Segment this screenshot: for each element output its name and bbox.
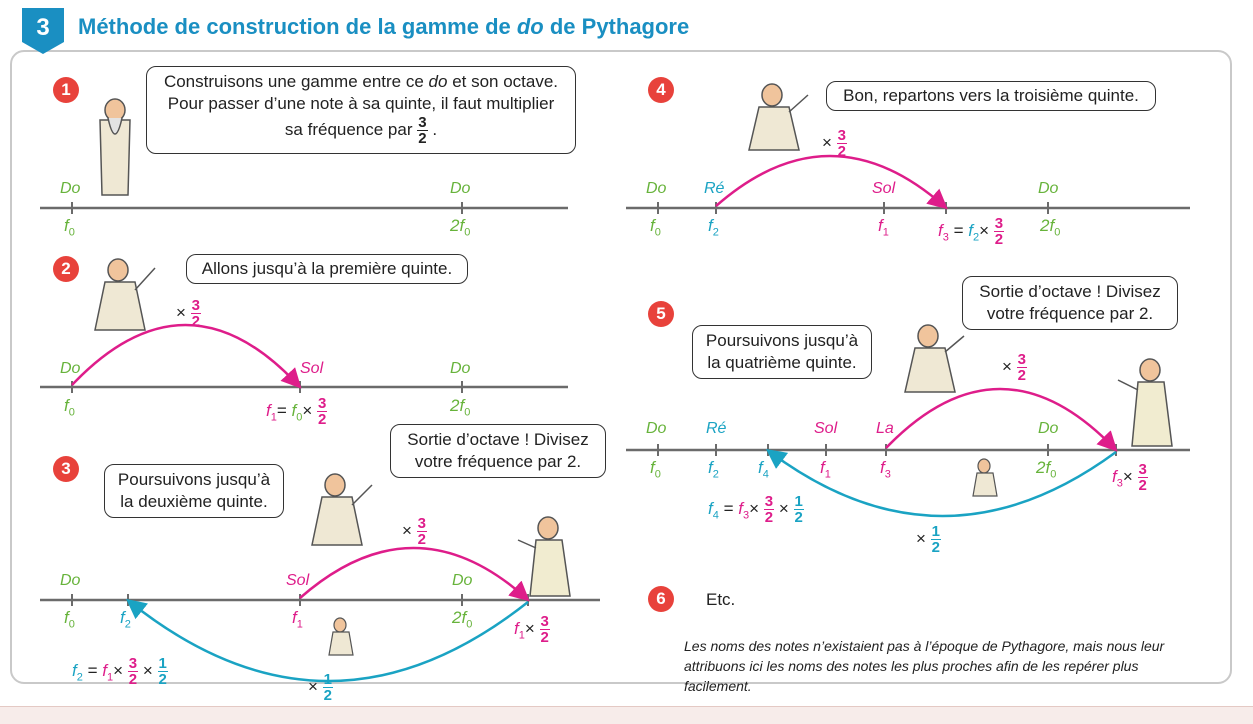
- 2f0-label: 2f0: [452, 608, 473, 631]
- muse-figure-step5: [1117, 358, 1173, 447]
- f4-label: f4: [758, 458, 769, 481]
- note-do-octave-label: Do: [452, 572, 473, 589]
- note-do-label: Do: [60, 360, 81, 377]
- note-do-label: Do: [646, 420, 667, 437]
- f0-label: f0: [650, 458, 661, 481]
- pythagoras-figure-step1: [99, 98, 131, 196]
- note-sol-label: Sol: [814, 420, 838, 437]
- f3-label: f3: [880, 458, 891, 481]
- step1-speech-bubble: Construisons une gamme entre ce do et so…: [146, 66, 576, 154]
- page-title: Méthode de construction de la gamme de d…: [78, 14, 690, 39]
- step-1-number: 1: [53, 77, 79, 103]
- arc-step5-up: [885, 387, 1118, 452]
- step-6-number: 6: [648, 586, 674, 612]
- footnote: Les noms des notes n’existaient pas à l’…: [684, 638, 1165, 694]
- pythagoras-figure-step2: [94, 258, 156, 331]
- note-re-label: Ré: [706, 420, 727, 437]
- f0-label: f0: [64, 608, 75, 631]
- 2f0-label: 2f0: [450, 396, 471, 419]
- step-4-number: 4: [648, 77, 674, 103]
- f2-label: f2: [708, 458, 719, 481]
- step2-speech-bubble: Allons jusqu’à la première quinte.: [186, 254, 468, 284]
- small-runner-step5: [972, 458, 998, 497]
- 2f0-label: 2f0: [450, 216, 471, 239]
- 2f0-label: 2f0: [1040, 216, 1061, 239]
- bottom-band: [0, 706, 1253, 724]
- note-sol-label: Sol: [872, 180, 896, 197]
- small-runner-step3: [328, 617, 354, 656]
- etc-text: Etc.: [706, 590, 736, 609]
- f0-label: f0: [64, 216, 75, 239]
- step4-speech-bubble: Bon, repartons vers la troisième quinte.: [826, 81, 1156, 111]
- step-3-number: 3: [53, 456, 79, 482]
- f2-label: f2: [120, 608, 131, 631]
- note-do-octave-label: Do: [1038, 420, 1059, 437]
- section-number: 3: [36, 14, 49, 41]
- pythagoras-figure-step4: [748, 83, 809, 151]
- arc-step3-up: [299, 546, 530, 602]
- note-do-label: Do: [646, 180, 667, 197]
- section-badge: 3: [22, 8, 64, 54]
- f0-label: f0: [64, 396, 75, 419]
- arc-step5-down: [765, 449, 1117, 518]
- note-do-label: Do: [60, 180, 81, 197]
- content-frame: [10, 50, 1232, 684]
- note-sol-label: Sol: [300, 360, 324, 377]
- step-5-number: 5: [648, 301, 674, 327]
- 2f0-label: 2f0: [1036, 458, 1057, 481]
- f1-label: f1: [878, 216, 889, 239]
- note-re-label: Ré: [704, 180, 725, 197]
- f0-label: f0: [650, 216, 661, 239]
- arc-step2: [71, 323, 302, 389]
- note-la-label: La: [876, 420, 894, 437]
- note-do-octave-label: Do: [1038, 180, 1059, 197]
- f1-label: f1: [292, 608, 303, 631]
- note-do-octave-label: Do: [450, 180, 471, 197]
- note-do-octave-label: Do: [450, 360, 471, 377]
- note-sol-label: Sol: [286, 572, 310, 589]
- f2-label: f2: [708, 216, 719, 239]
- arc-step4: [715, 154, 948, 210]
- pythagoras-figure-step5: [904, 324, 965, 393]
- f1-label: f1: [820, 458, 831, 481]
- pythagoras-figure-step3: [311, 473, 373, 546]
- arc-step3-down: [126, 598, 529, 683]
- muse-figure-step3: [517, 516, 571, 597]
- step-2-number: 2: [53, 256, 79, 282]
- note-do-label: Do: [60, 572, 81, 589]
